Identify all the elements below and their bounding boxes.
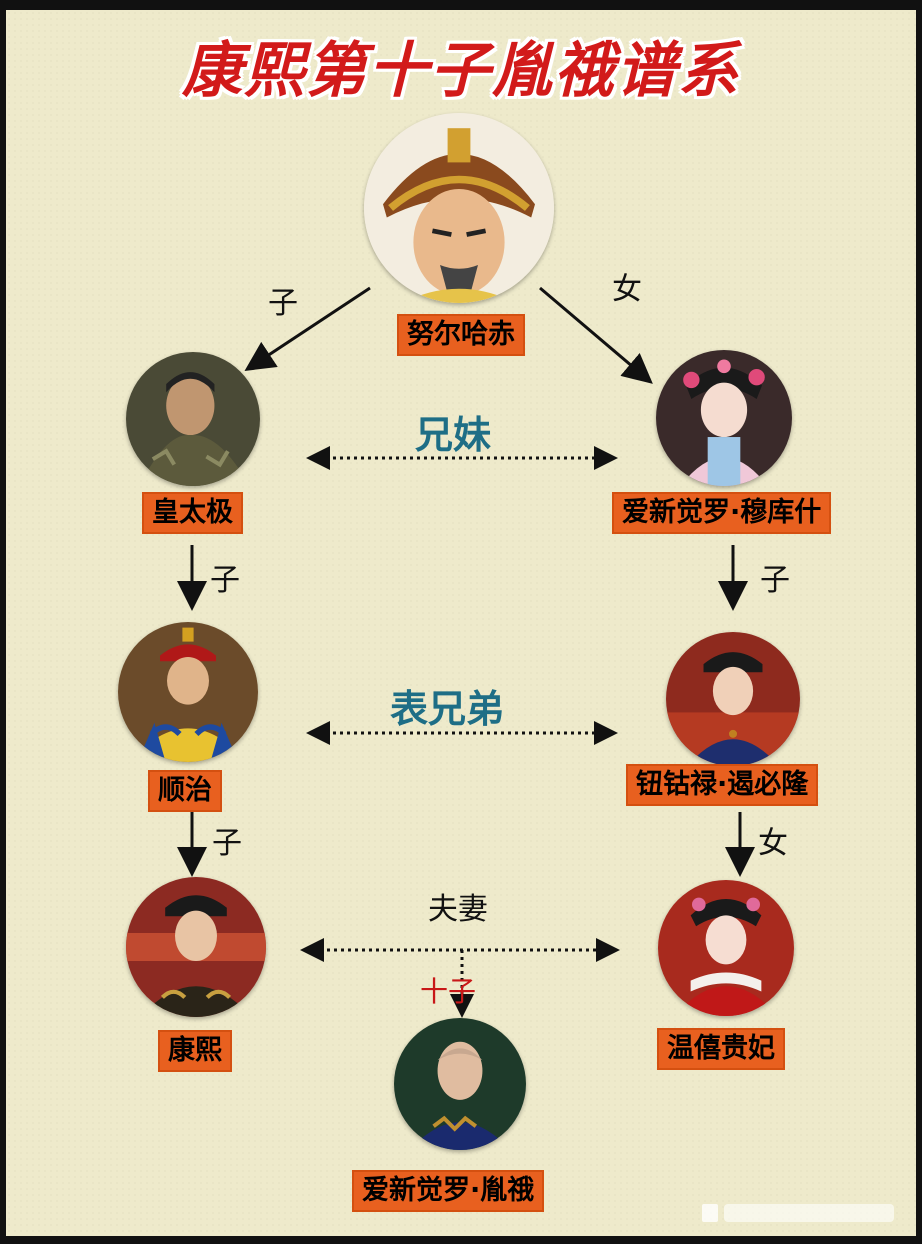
yune-avatar-icon	[394, 1018, 526, 1150]
relation-siblings-label: 兄妹	[415, 412, 492, 457]
page-title: 康熙第十子胤䄉谱系	[182, 36, 740, 106]
mukushi-portrait	[656, 350, 792, 486]
watermark-logo-icon	[702, 1204, 894, 1222]
hongtaiji-avatar-icon	[126, 352, 260, 486]
relation-spouses-label: 夫妻	[428, 892, 488, 927]
relation-daughter-label: 女	[612, 272, 642, 307]
nurhaci-avatar-icon	[364, 113, 554, 303]
wenxi-portrait	[658, 880, 794, 1016]
shunzhi-portrait	[118, 622, 258, 762]
relation-daughter-label: 女	[758, 826, 788, 861]
name-label-hongtaiji: 皇太极	[142, 492, 243, 534]
name-label-wenxi: 温僖贵妃	[657, 1028, 785, 1070]
yune-portrait	[394, 1018, 526, 1150]
name-label-shunzhi: 顺治	[148, 770, 222, 812]
relation-tenth-son-label: 十子	[420, 975, 477, 1008]
name-label-yune: 爱新觉罗·胤䄉	[352, 1170, 545, 1212]
nurhaci-portrait	[364, 113, 554, 303]
name-label-nurhaci: 努尔哈赤	[397, 314, 525, 356]
relation-cousins-label: 表兄弟	[390, 686, 505, 731]
hongtaiji-portrait	[126, 352, 260, 486]
relation-son-label: 子	[760, 563, 790, 598]
mukushi-avatar-icon	[656, 350, 792, 486]
name-label-ebilun: 钮钴禄·遏必隆	[626, 764, 819, 806]
shunzhi-avatar-icon	[118, 622, 258, 762]
ebilun-portrait	[666, 632, 800, 766]
kangxi-portrait	[126, 877, 266, 1017]
kangxi-avatar-icon	[126, 877, 266, 1017]
wenxi-avatar-icon	[658, 880, 794, 1016]
name-label-kangxi: 康熙	[158, 1030, 232, 1072]
relation-son-label: 子	[210, 563, 240, 598]
name-label-mukushi: 爱新觉罗·穆库什	[612, 492, 832, 534]
ebilun-avatar-icon	[666, 632, 800, 766]
relation-son-label: 子	[212, 826, 242, 861]
relation-son-label: 子	[268, 286, 298, 321]
